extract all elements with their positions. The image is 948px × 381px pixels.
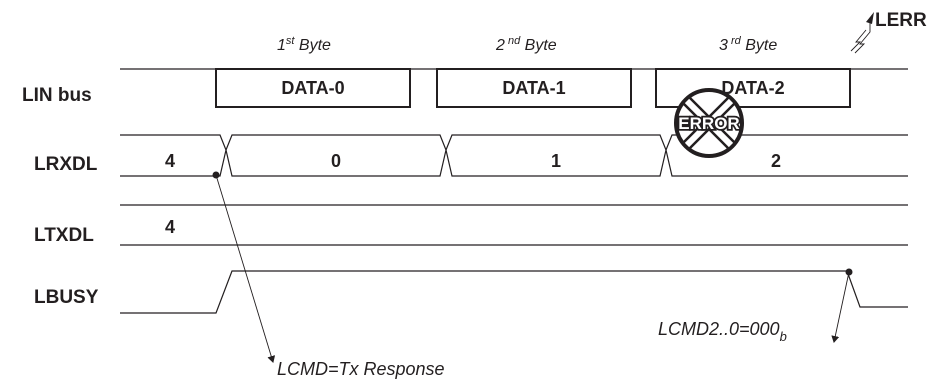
byte-header-3: 3 rd Byte bbox=[719, 35, 777, 54]
byte-header-2: 2 nd Byte bbox=[495, 35, 557, 54]
ltxdl-value: 4 bbox=[165, 217, 175, 237]
lrxdl-bus bbox=[120, 134, 908, 177]
lerr-label: LERR bbox=[875, 10, 927, 31]
signal-label-lin-bus: LIN bus bbox=[22, 85, 92, 106]
lcmd2-arrow bbox=[831, 271, 850, 343]
lbusy-waveform bbox=[120, 270, 908, 314]
data-box-0: DATA-0 bbox=[215, 68, 411, 108]
ltxdl-bus bbox=[120, 204, 908, 246]
lcmd-tx-arrow bbox=[215, 174, 276, 363]
signal-label-ltxdl: LTXDL bbox=[34, 225, 94, 246]
data-box-1: DATA-1 bbox=[436, 68, 632, 108]
lcmd-tx-annotation: LCMD=Tx Response bbox=[277, 359, 445, 379]
error-stamp-icon: ERROR bbox=[674, 88, 744, 158]
signal-label-lbusy: LBUSY bbox=[34, 287, 99, 308]
data-box-2-label: DATA-2 bbox=[721, 78, 784, 98]
lerr-lightning-icon bbox=[850, 12, 874, 54]
lrxdl-value-3: 2 bbox=[771, 151, 781, 171]
data-box-1-label: DATA-1 bbox=[502, 78, 565, 98]
lrxdl-value-2: 1 bbox=[551, 151, 561, 171]
error-stamp-label: ERROR bbox=[678, 114, 739, 133]
byte-header-1: 1st Byte bbox=[277, 35, 331, 54]
signal-label-lrxdl: LRXDL bbox=[34, 154, 98, 175]
lrxdl-value-1: 0 bbox=[331, 151, 341, 171]
lcmd2-annotation: LCMD2..0=000b bbox=[658, 319, 787, 344]
data-box-0-label: DATA-0 bbox=[281, 78, 344, 98]
data-box-2: DATA-2 bbox=[655, 68, 851, 108]
lrxdl-value-0: 4 bbox=[165, 151, 175, 171]
